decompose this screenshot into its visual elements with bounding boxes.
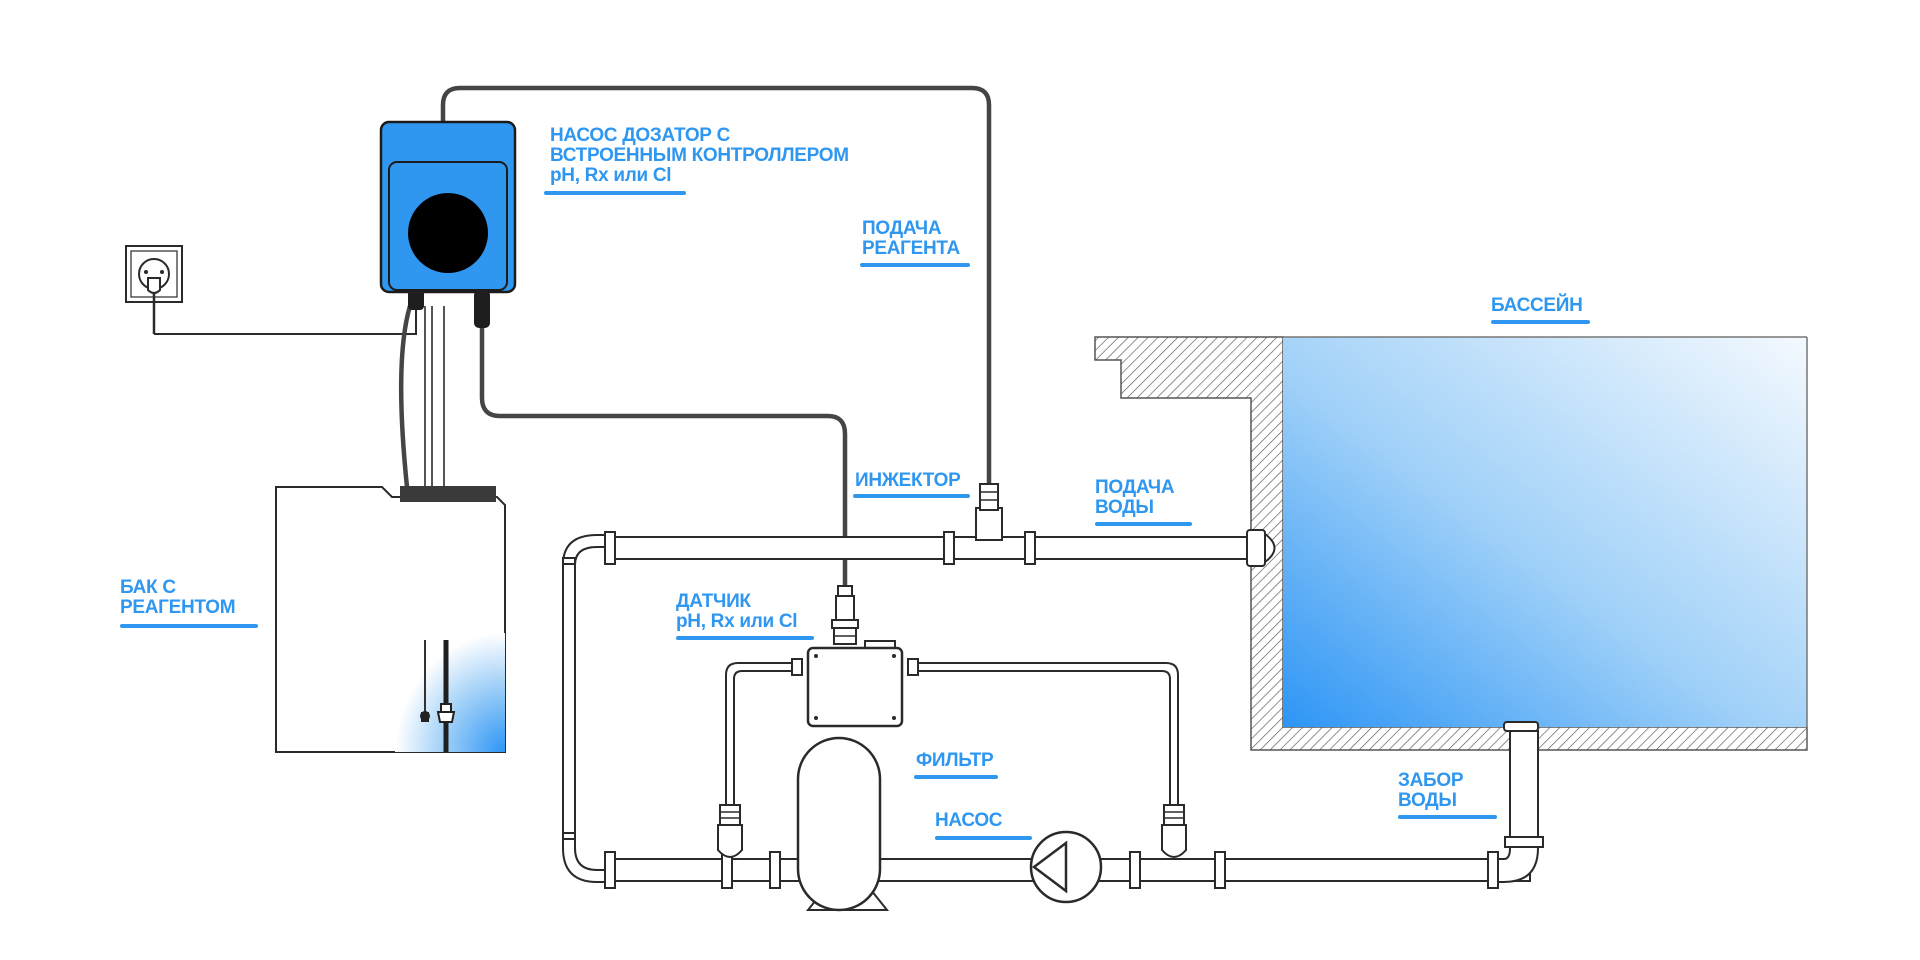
pool-water: [1283, 337, 1807, 727]
bottom-drain: [1503, 721, 1539, 732]
dosing-pump-head: [408, 193, 488, 273]
label-water-intake: ЗАБОР ВОДЫ: [1398, 770, 1497, 819]
label-reagent-tank-line2: РЕАГЕНТОМ: [120, 597, 235, 618]
power-cable: [154, 310, 417, 335]
suction-hose: [398, 303, 413, 490]
label-water-supply-line2: ВОДЫ: [1095, 497, 1154, 518]
label-injector-text: ИНЖЕКТОР: [855, 470, 961, 491]
sensor-probe: [831, 585, 859, 645]
label-dosing-pump: НАСОС ДОЗАТОР С ВСТРОЕННЫМ КОНТРОЛЛЕРОМ …: [544, 125, 849, 195]
filter-vessel: [796, 736, 890, 912]
injector-tee: [975, 507, 1003, 541]
label-water-supply: ПОДАЧА ВОДЫ: [1095, 477, 1192, 526]
label-filter: ФИЛЬТР: [914, 750, 998, 779]
label-water-supply-line1: ПОДАЧА: [1095, 477, 1175, 498]
label-sensor-line2: pH, Rx или Cl: [676, 611, 797, 632]
label-dosing-pump-line1: НАСОС ДОЗАТОР С: [550, 125, 731, 146]
dosing-pump: [379, 120, 517, 328]
label-dosing-pump-line3: pH, Rx или Cl: [550, 165, 671, 186]
label-reagent-feed-line2: РЕАГЕНТА: [862, 238, 961, 259]
label-sensor-line1: ДАТЧИК: [676, 591, 751, 612]
reagent-tank: [275, 486, 506, 753]
label-injector: ИНЖЕКТОР: [853, 470, 970, 498]
label-filter-text: ФИЛЬТР: [916, 750, 994, 771]
circulation-pump: [1029, 830, 1103, 904]
label-pool-text: БАССЕЙН: [1491, 294, 1583, 316]
sensor-junction-box: [806, 640, 904, 728]
label-reagent-feed-line1: ПОДАЧА: [862, 218, 942, 239]
label-pump: НАСОС: [935, 810, 1032, 840]
power-outlet-icon: [125, 245, 183, 334]
cable-pump-to-sensor: [479, 317, 848, 589]
label-reagent-tank: БАК С РЕАГЕНТОМ: [120, 577, 258, 628]
label-reagent-feed: ПОДАЧА РЕАГЕНТА: [860, 218, 970, 267]
label-sensor: ДАТЧИК pH, Rx или Cl: [676, 591, 814, 640]
label-water-intake-line2: ВОДЫ: [1398, 790, 1457, 811]
label-water-intake-line1: ЗАБОР: [1398, 770, 1464, 791]
pump-triangle-icon: [1031, 840, 1068, 894]
label-dosing-pump-line2: ВСТРОЕННЫМ КОНТРОЛЛЕРОМ: [550, 145, 849, 166]
cable-pump-to-injector: [440, 85, 992, 487]
label-pool: БАССЕЙН: [1491, 294, 1590, 324]
label-reagent-tank-line1: БАК С: [120, 577, 176, 598]
pool: [1094, 336, 1808, 751]
label-pump-text: НАСОС: [935, 810, 1003, 831]
